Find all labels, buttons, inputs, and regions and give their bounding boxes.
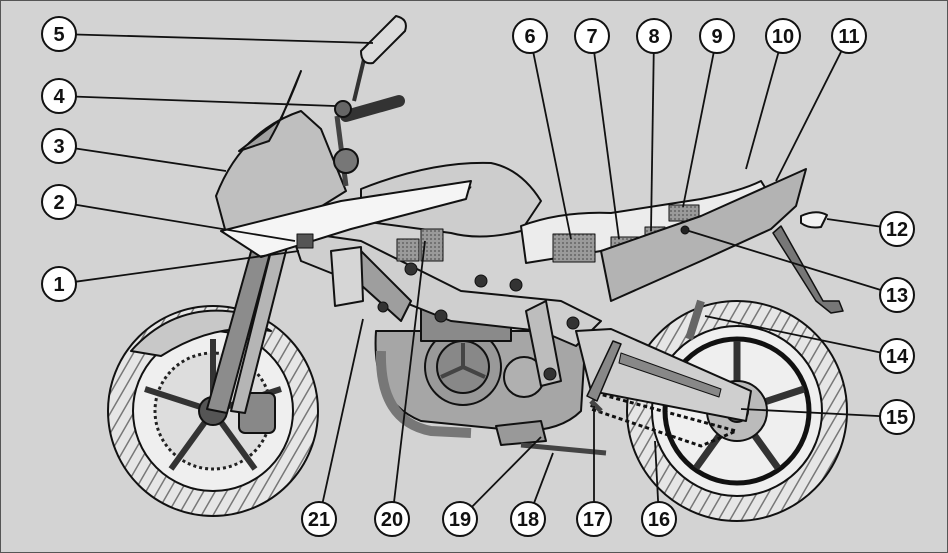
callout-number: 21 (308, 509, 330, 531)
callout-3: 3 (41, 128, 77, 164)
callout-11: 11 (831, 18, 867, 54)
callout-number: 4 (53, 86, 65, 108)
leader-line-11 (775, 50, 843, 182)
callout-number: 8 (648, 26, 659, 48)
leader-line-9 (682, 52, 715, 208)
callout-number: 10 (772, 26, 794, 48)
callout-18: 18 (510, 501, 546, 537)
leader-line-5 (75, 33, 374, 44)
callout-16: 16 (641, 501, 677, 537)
callout-14: 14 (879, 338, 915, 374)
leader-line-12 (826, 218, 881, 228)
callout-number: 16 (648, 509, 670, 531)
callout-17: 17 (576, 501, 612, 537)
callout-circle (879, 211, 915, 247)
callout-number: 3 (53, 136, 64, 158)
callout-circle (641, 501, 677, 537)
callout-circle (576, 501, 612, 537)
callout-1: 1 (41, 266, 77, 302)
leader-line-2 (75, 203, 296, 242)
callout-5: 5 (41, 16, 77, 52)
callout-number: 20 (381, 509, 403, 531)
callout-circle (510, 501, 546, 537)
motorcycle-illustration (107, 15, 848, 522)
callout-9: 9 (699, 18, 735, 54)
callout-7: 7 (574, 18, 610, 54)
callout-circle (879, 277, 915, 313)
rear-shock (685, 299, 705, 341)
leader-line-14 (704, 315, 881, 354)
callout-number: 6 (524, 26, 535, 48)
callout-10: 10 (765, 18, 801, 54)
leader-line-6 (532, 52, 572, 240)
callout-number: 1 (53, 274, 64, 296)
fairing (215, 70, 472, 307)
callout-number: 13 (886, 285, 908, 307)
callout-circle (765, 18, 801, 54)
callout-number: 9 (711, 26, 722, 48)
callout-number: 7 (586, 26, 597, 48)
callout-15: 15 (879, 399, 915, 435)
callout-circle (574, 18, 610, 54)
callout-circle (831, 18, 867, 54)
leader-line-10 (745, 52, 780, 170)
callout-19: 19 (442, 501, 478, 537)
callout-circle (879, 399, 915, 435)
callout-number: 17 (583, 509, 605, 531)
leader-lines (75, 33, 882, 508)
callout-circle (442, 501, 478, 537)
leader-line-7 (593, 52, 620, 240)
callout-12: 12 (879, 211, 915, 247)
callout-circle (301, 501, 337, 537)
callout-circle (636, 18, 672, 54)
leader-line-16 (654, 440, 660, 503)
callout-6: 6 (512, 18, 548, 54)
callout-number: 2 (53, 192, 64, 214)
callout-circle (41, 266, 77, 302)
leader-line-20 (393, 240, 426, 503)
frame-bolts (377, 262, 580, 381)
callout-20: 20 (374, 501, 410, 537)
callout-number: 15 (886, 407, 908, 429)
callout-circle (41, 16, 77, 52)
callout-number: 19 (449, 509, 471, 531)
callout-circle (512, 18, 548, 54)
leader-line-21 (321, 318, 364, 503)
callout-number: 14 (886, 346, 909, 368)
callout-2: 2 (41, 184, 77, 220)
callout-circle (879, 338, 915, 374)
callout-circle (41, 128, 77, 164)
leader-line-8 (650, 52, 655, 232)
handlebar (333, 15, 407, 187)
callout-circle (41, 78, 77, 114)
leader-line-15 (740, 408, 881, 418)
callout-number: 11 (838, 26, 859, 48)
callout-13: 13 (879, 277, 915, 313)
callout-circle (374, 501, 410, 537)
leader-line-18 (533, 452, 554, 504)
leader-line-3 (75, 147, 227, 172)
callout-circle (41, 184, 77, 220)
callout-number: 5 (53, 24, 64, 46)
callout-4: 4 (41, 78, 77, 114)
leader-line-13 (688, 230, 882, 291)
callout-8: 8 (636, 18, 672, 54)
footpegs-and-stand (495, 340, 622, 456)
callout-number: 18 (517, 509, 539, 531)
leader-line-1 (75, 250, 300, 283)
callout-21: 21 (301, 501, 337, 537)
leader-line-19 (471, 436, 542, 508)
leader-line-4 (75, 95, 336, 107)
callout-number: 12 (886, 219, 908, 241)
component-markers (396, 228, 444, 262)
callout-circle (699, 18, 735, 54)
